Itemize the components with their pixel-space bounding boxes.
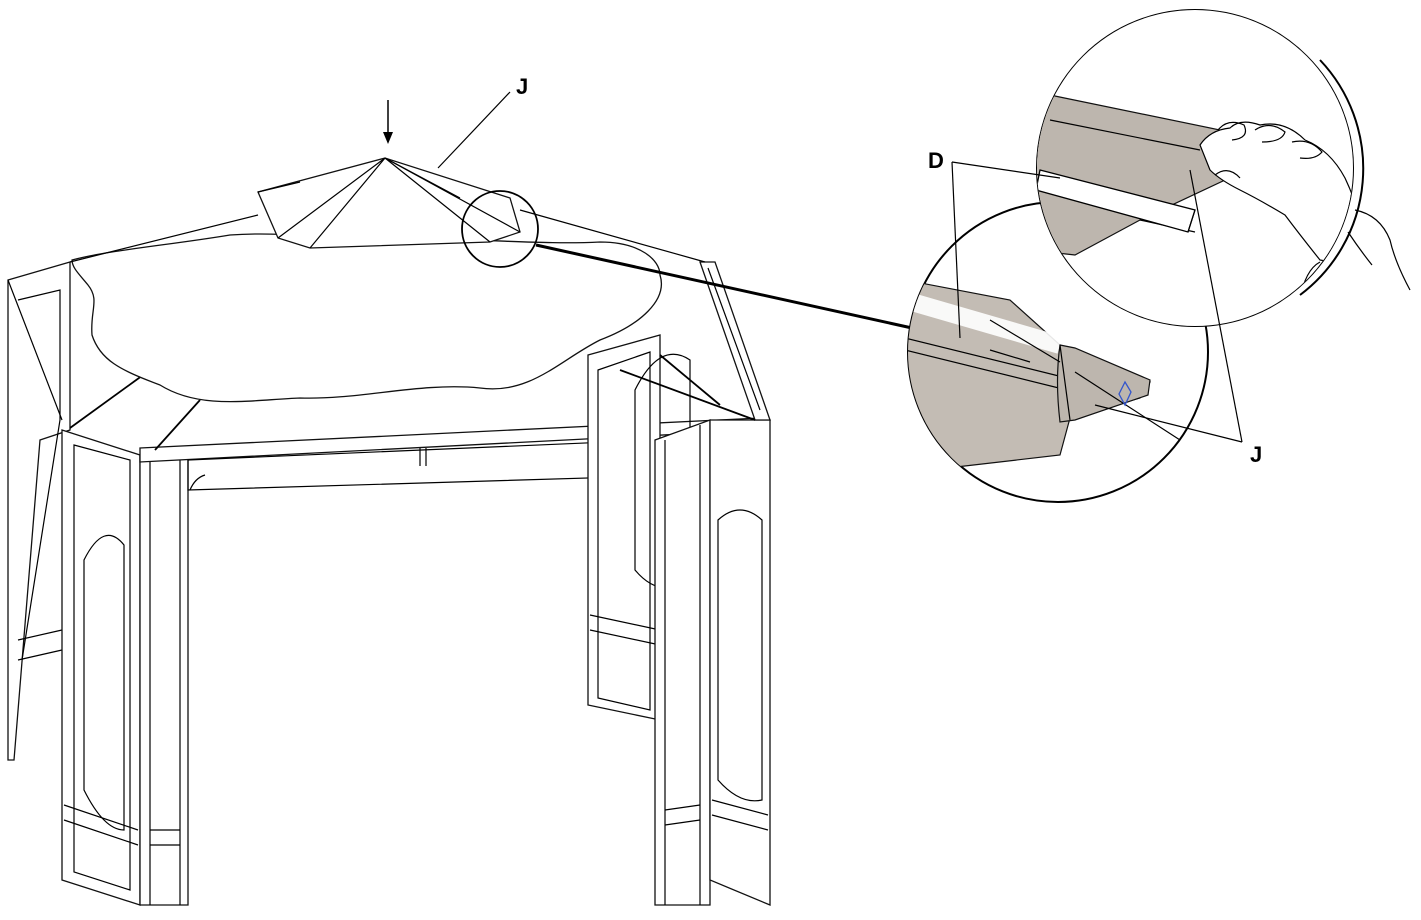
ridge-line-left [69,214,259,263]
detail-circle-upper [1036,9,1411,327]
label-d: D [928,148,944,173]
ridge-line-right [519,209,706,263]
label-j-top: J [516,74,528,99]
leader-line-j-2 [1094,404,1243,443]
leader-line-j-1 [1189,169,1243,443]
callout-circle-small [461,190,539,268]
top-canopy-piece [257,157,521,249]
canopy-drape [71,233,662,403]
leader-line-d-1 [951,161,1061,179]
down-arrow-icon [383,100,393,144]
leader-line-j-top [437,91,511,169]
callout-leader [535,243,913,330]
gazebo-frame [7,261,771,906]
label-j-detail: J [1250,442,1262,467]
leader-line-d-2 [951,161,961,339]
